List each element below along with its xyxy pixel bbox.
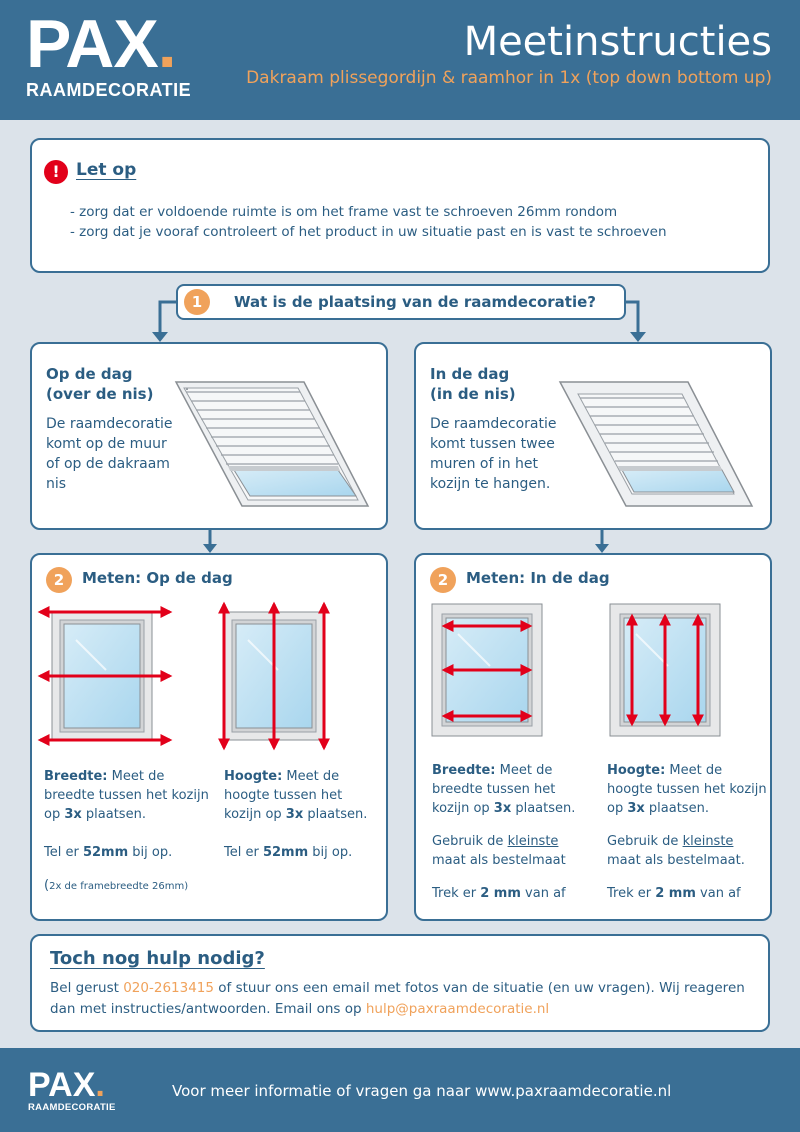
warning-item: zorg dat je vooraf controleert of het pr…	[70, 222, 666, 242]
placement-description: De raamdecoratie komt op de muur of op d…	[46, 416, 173, 492]
breedte-instructions: Breedte: Meet de breedte tussen het kozi…	[432, 763, 576, 901]
measure-op-de-dag: 2 Meten: Op de dag Breedte: Meet de bree…	[30, 553, 388, 921]
placement-title: Op de dag (over de nis)	[46, 365, 154, 403]
arrow-down-icon	[630, 332, 646, 342]
brand-logo[interactable]: PAX. RAAMDECORATIE	[26, 10, 191, 101]
logo-dot: .	[157, 6, 177, 82]
step-number: 1	[184, 289, 210, 315]
measure-in-de-dag: 2 Meten: In de dag Breedte: Meet de bree…	[414, 553, 772, 921]
placement-description: De raamdecoratie komt tussen twee muren …	[430, 416, 557, 492]
logo-subtitle: RAAMDECORATIE	[26, 80, 192, 100]
help-card: Toch nog hulp nodig? Bel gerust 020-2613…	[30, 934, 770, 1032]
warning-title: Let op	[76, 160, 137, 180]
breedte-instructions: Breedte: Meet de breedte tussen het kozi…	[44, 769, 209, 893]
step-number: 2	[46, 567, 72, 593]
width-measure-diagram	[431, 603, 543, 737]
arrow-down-icon	[203, 544, 217, 553]
hoogte-instructions: Hoogte: Meet de hoogte tussen het kozijn…	[224, 769, 368, 860]
logo-text: PAX	[26, 6, 159, 82]
placement-in-de-dag[interactable]: In de dag (in de nis) De raamdecoratie k…	[414, 342, 772, 530]
placement-title: In de dag (in de nis)	[430, 365, 516, 403]
height-measure-diagram	[609, 603, 721, 737]
help-title: Toch nog hulp nodig?	[50, 948, 265, 969]
footer: PAX. RAAMDECORATIE Voor meer informatie …	[0, 1048, 800, 1132]
exclamation-icon: !	[44, 160, 68, 184]
header: PAX. RAAMDECORATIE Meetinstructies Dakra…	[0, 0, 800, 120]
placement-op-de-dag[interactable]: Op de dag (over de nis) De raamdecoratie…	[30, 342, 388, 530]
help-text: Bel gerust 020-2613415 of stuur ons een …	[50, 980, 745, 1017]
warning-card: ! Let op zorg dat er voldoende ruimte is…	[30, 138, 770, 273]
arrow-down-icon	[595, 544, 609, 553]
question-text: Wat is de plaatsing van de raamdecoratie…	[234, 293, 596, 311]
page-title: Meetinstructies	[463, 19, 772, 65]
arrow-down-icon	[152, 332, 168, 342]
width-measure-diagram	[37, 606, 173, 746]
footer-info: Voor meer informatie of vragen ga naar w…	[172, 1082, 672, 1100]
flow-arrows	[152, 300, 646, 553]
step-number: 2	[430, 567, 456, 593]
warning-item: zorg dat er voldoende ruimte is om het f…	[70, 202, 667, 222]
page-subtitle: Dakraam plissegordijn & raamhor in 1x (t…	[246, 68, 772, 88]
measure-title: Meten: Op de dag	[82, 569, 233, 587]
footer-logo[interactable]: PAX. RAAMDECORATIE	[28, 1066, 116, 1113]
skylight-illustration	[558, 381, 754, 507]
email-link[interactable]: hulp@paxraamdecoratie.nl	[365, 1001, 550, 1017]
skylight-illustration	[174, 381, 370, 507]
hoogte-instructions: Hoogte: Meet de hoogte tussen het kozijn…	[607, 763, 767, 901]
step1-question: 1 Wat is de plaatsing van de raamdecorat…	[176, 284, 626, 320]
warning-list: zorg dat er voldoende ruimte is om het f…	[70, 202, 667, 242]
measure-title: Meten: In de dag	[466, 569, 610, 587]
frame-note: 2x de framebreedte 26mm)	[49, 881, 189, 892]
height-measure-diagram	[218, 601, 330, 751]
phone-link[interactable]: 020-2613415	[123, 980, 214, 996]
